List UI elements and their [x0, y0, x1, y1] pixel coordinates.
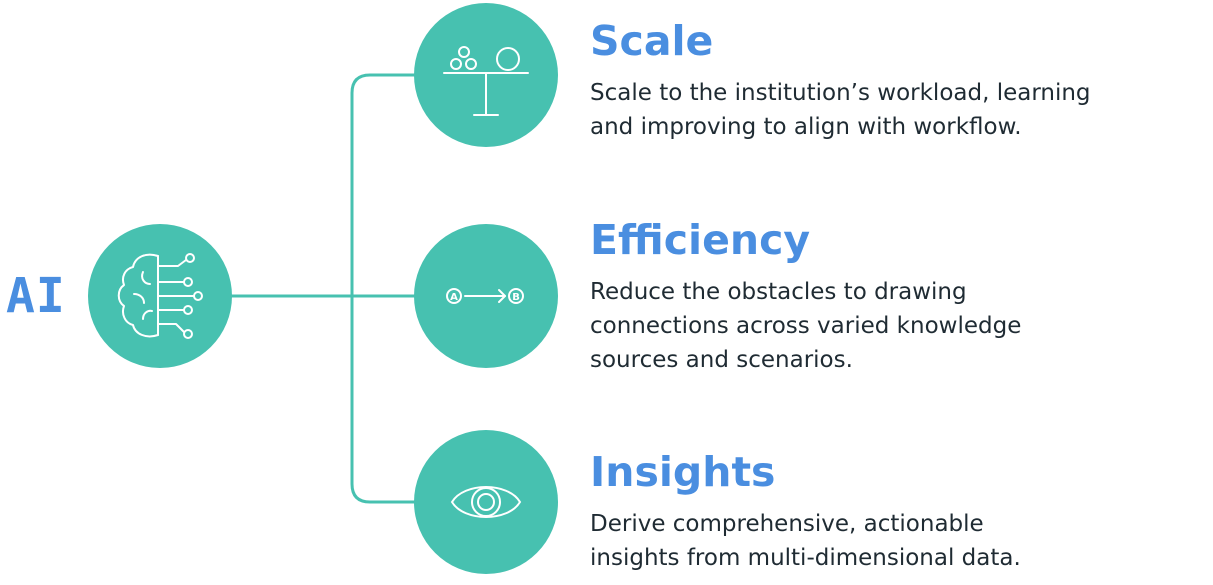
a-to-b-arrow-icon: A B — [446, 288, 524, 304]
insights-title: Insights — [590, 448, 776, 496]
efficiency-description-line: connections across varied knowledge — [590, 313, 1022, 339]
ai-label: AI — [6, 268, 66, 324]
efficiency-item: Efficiency Reduce the obstacles to drawi… — [590, 215, 1210, 377]
efficiency-description-line: Reduce the obstacles to drawing — [590, 279, 967, 305]
insights-description-line: Derive comprehensive, actionable — [590, 511, 984, 537]
icon-letter-a: A — [450, 292, 458, 303]
ai-circle — [88, 224, 232, 368]
scale-item: Scale Scale to the institution’s workloa… — [590, 16, 1210, 144]
balance-scale-icon — [443, 46, 529, 116]
scale-description-line: Scale to the institution’s workload, lea… — [590, 80, 1091, 106]
efficiency-description-line: sources and scenarios. — [590, 347, 853, 373]
insights-item: Insights Derive comprehensive, actionabl… — [590, 447, 1210, 575]
efficiency-description: Reduce the obstacles to drawing connecti… — [590, 275, 1210, 377]
icon-letter-b: B — [512, 292, 520, 303]
brain-circuit-icon — [117, 253, 203, 339]
efficiency-title: Efficiency — [590, 216, 811, 264]
scale-description: Scale to the institution’s workload, lea… — [590, 76, 1210, 144]
scale-title: Scale — [590, 17, 714, 65]
insights-description-line: insights from multi-dimensional data. — [590, 545, 1021, 571]
insights-description: Derive comprehensive, actionable insight… — [590, 507, 1210, 575]
scale-description-line: and improving to align with workflow. — [590, 114, 1022, 140]
efficiency-circle: A B — [414, 224, 558, 368]
insights-circle — [414, 430, 558, 574]
scale-circle — [414, 3, 558, 147]
eye-icon — [450, 486, 522, 518]
